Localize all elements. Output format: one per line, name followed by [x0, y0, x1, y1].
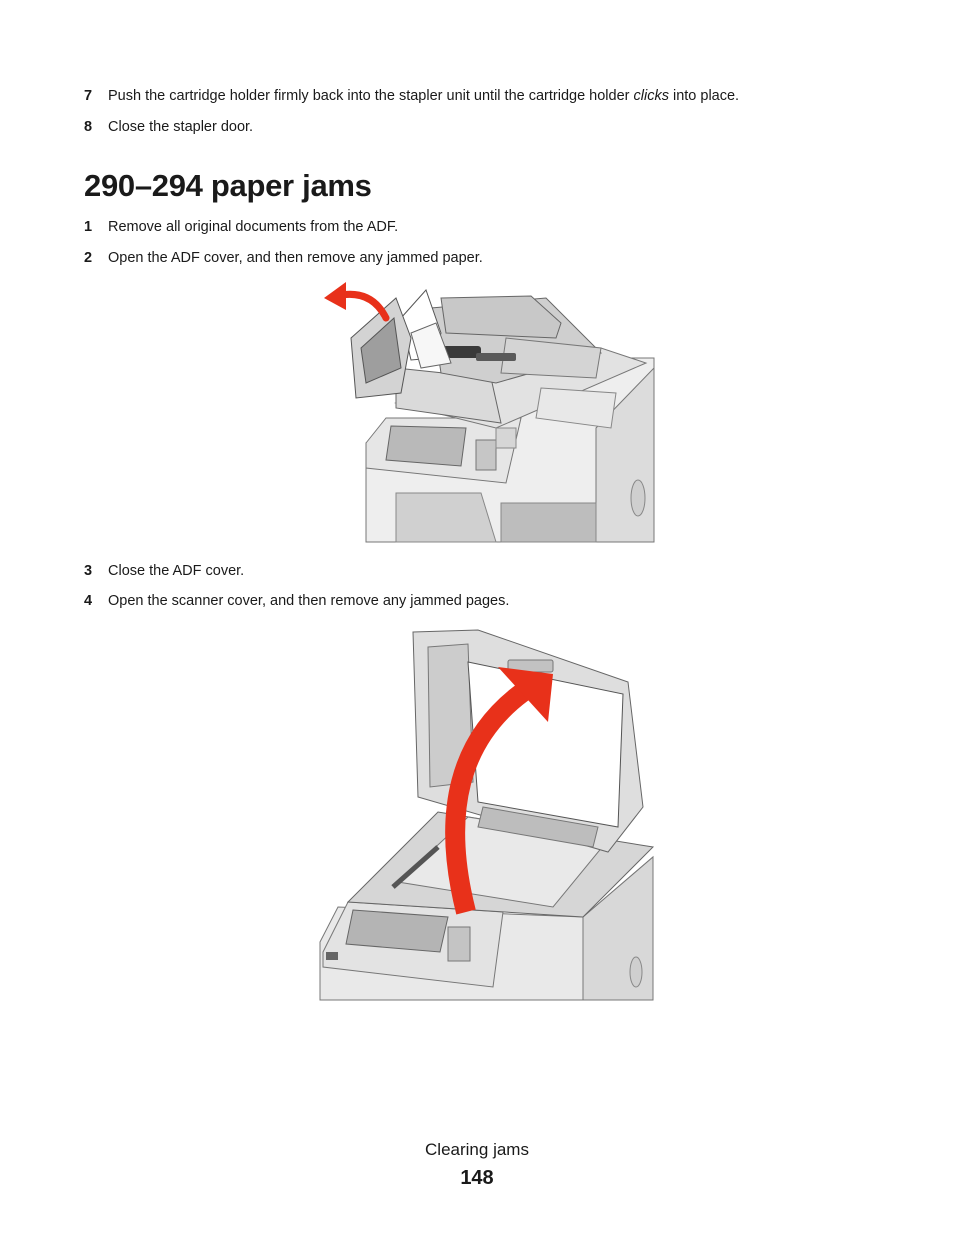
section-title: 290–294 paper jams [84, 168, 372, 203]
step-1: 1 Remove all original documents from the … [84, 218, 398, 236]
step-text: Open the ADF cover, and then remove any … [108, 250, 483, 266]
step-number: 1 [84, 219, 93, 235]
scanner-cover-open-illustration [319, 629, 655, 1001]
step-text: Close the ADF cover. [108, 563, 245, 579]
step-text: Close the stapler door. [108, 119, 254, 135]
step-number: 8 [84, 119, 93, 135]
step-number: 3 [84, 563, 93, 579]
step-7: 7 Push the cartridge holder firmly back i… [84, 87, 739, 105]
step-4: 4 Open the scanner cover, and then remove… [84, 592, 509, 610]
footer-section-label: Clearing jams [425, 1140, 529, 1159]
step-8: 8 Close the stapler door. [84, 118, 253, 136]
step-2: 2 Open the ADF cover, and then remove any… [84, 249, 483, 267]
step-number: 4 [84, 593, 93, 609]
step-emphasis: clicks [633, 88, 669, 104]
step-number: 2 [84, 250, 93, 266]
adf-cover-open-illustration [324, 282, 655, 543]
step-3: 3 Close the ADF cover. [84, 562, 244, 580]
page-number: 148 [460, 1167, 494, 1189]
step-text-end: into place. [668, 88, 740, 104]
step-text: Open the scanner cover, and then remove … [108, 593, 510, 609]
step-text: Push the cartridge holder firmly back in… [108, 88, 634, 104]
step-text: Remove all original documents from the A… [108, 219, 399, 235]
step-number: 7 [84, 88, 93, 104]
